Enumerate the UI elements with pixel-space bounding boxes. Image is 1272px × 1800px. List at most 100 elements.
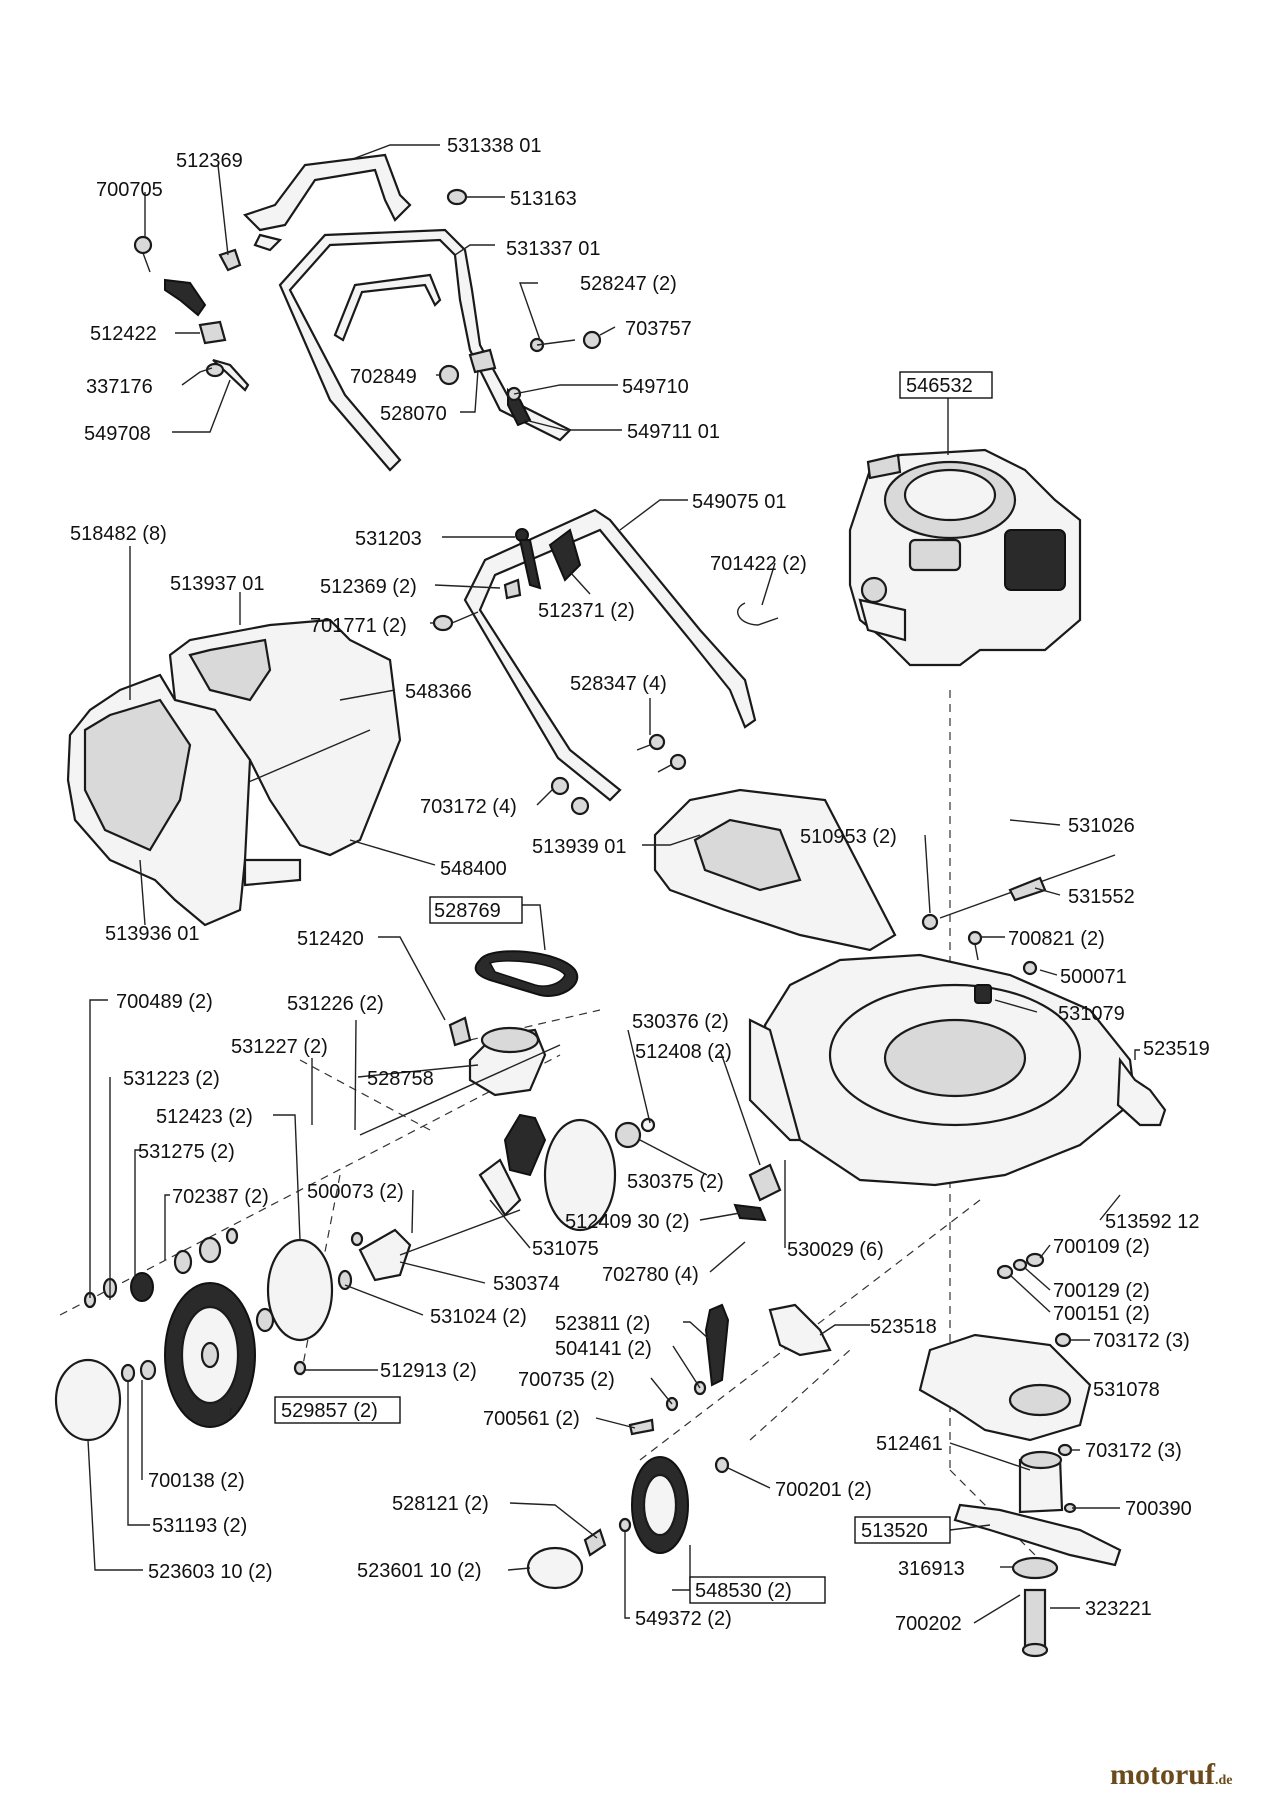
part-label: 530375 (2) (627, 1171, 724, 1193)
gearbox-528758 (448, 1016, 547, 1097)
part-label: 513937 01 (170, 573, 265, 595)
screws-528347 (636, 733, 687, 773)
part-label: 528121 (2) (392, 1493, 489, 1515)
plug-531079 (974, 984, 992, 1004)
part-label: 700138 (2) (148, 1470, 245, 1492)
part-label: 528347 (4) (570, 673, 667, 695)
part-label: 523518 (870, 1316, 937, 1338)
washer-316913 (1011, 1556, 1059, 1580)
part-label: 700151 (2) (1053, 1303, 1150, 1325)
part-label: 700561 (2) (483, 1408, 580, 1430)
part-label: 702849 (350, 366, 417, 388)
screw-703757 (529, 330, 602, 353)
part-label: 512369 (176, 150, 243, 172)
part-label: 323221 (1085, 1598, 1152, 1620)
part-label: 531193 (2) (152, 1515, 247, 1537)
engine-546532 (848, 448, 1082, 667)
part-label: 549711 01 (627, 421, 720, 443)
part-label: 531079 (1058, 1003, 1125, 1025)
part-label: 700202 (895, 1613, 962, 1635)
part-label: 549075 01 (692, 491, 787, 513)
bracket-512408 (748, 1163, 782, 1202)
part-label: 513163 (510, 188, 577, 210)
nut-513163 (446, 188, 468, 206)
gear-530375 (614, 1117, 656, 1149)
part-label: 700109 (2) (1053, 1236, 1150, 1258)
part-label: 548530 (2) (695, 1580, 792, 1602)
bolts-700821-500071 (967, 930, 1038, 976)
part-label: 316913 (898, 1558, 965, 1580)
wheel-529857 (164, 1282, 256, 1428)
upper-handle-531338 (242, 153, 412, 252)
label-boxes (274, 371, 993, 1604)
part-label: 513939 01 (532, 836, 627, 858)
grass-catcher-bag-513936 (66, 673, 302, 927)
part-label: 518482 (8) (70, 523, 167, 545)
drive-belt-528769 (474, 950, 579, 997)
part-label: 701422 (2) (710, 553, 807, 575)
part-label: 512408 (2) (635, 1041, 732, 1063)
part-label: 531024 (2) (430, 1306, 527, 1328)
clip-701422 (737, 602, 779, 626)
part-label: 500071 (1060, 966, 1127, 988)
part-label: 531227 (2) (231, 1036, 328, 1058)
part-label: 531226 (2) (287, 993, 384, 1015)
bracket-523518 (768, 1303, 832, 1357)
knob-702849 (438, 348, 497, 386)
screw-701771 (432, 611, 479, 632)
small-parts-deck (996, 1252, 1077, 1514)
part-label: 700201 (2) (775, 1479, 872, 1501)
part-label: 700129 (2) (1053, 1280, 1150, 1302)
part-label: 528769 (434, 900, 501, 922)
part-label: 549710 (622, 376, 689, 398)
part-label: 512423 (2) (156, 1106, 253, 1128)
part-label: 513592 12 (1105, 1211, 1200, 1233)
part-label: 700489 (2) (116, 991, 213, 1013)
drive-shaft-531226 (359, 1044, 561, 1136)
lower-handle-549075 (463, 508, 757, 802)
part-label: 530374 (493, 1273, 560, 1295)
part-label: 531223 (2) (123, 1068, 220, 1090)
part-label: 512420 (297, 928, 364, 950)
rear-wheel-parts (83, 1227, 364, 1383)
clip-512369 (218, 248, 242, 272)
part-label: 512369 (2) (320, 576, 417, 598)
part-label: 531075 (532, 1238, 599, 1260)
grass-catcher-frame-513937 (168, 618, 402, 857)
part-label: 529857 (2) (281, 1400, 378, 1422)
part-label: 512371 (2) (538, 600, 635, 622)
part-label: 523519 (1143, 1038, 1210, 1060)
part-label: 549708 (84, 423, 151, 445)
part-label: 512461 (876, 1433, 943, 1455)
part-label: 528758 (367, 1068, 434, 1090)
washer-510953 (921, 913, 939, 931)
part-label: 513520 (861, 1520, 928, 1542)
part-label: 700705 (96, 179, 163, 201)
part-label: 512422 (90, 323, 157, 345)
wheel-548530 (631, 1456, 689, 1554)
bolt-528121 (583, 1456, 730, 1557)
spring-assembly-512422 (164, 278, 250, 392)
hubcap-523601 (526, 1546, 584, 1590)
part-label: 528070 (380, 403, 447, 425)
watermark-logo: motoruf.de (1110, 1758, 1232, 1792)
part-label: 523603 10 (2) (148, 1561, 273, 1583)
part-label: 523811 (2) (555, 1313, 650, 1335)
part-label: 700735 (2) (518, 1369, 615, 1391)
part-label: 337176 (86, 376, 153, 398)
part-label: 700821 (2) (1008, 928, 1105, 950)
spring-512423 (503, 1113, 547, 1177)
part-label: 702387 (2) (172, 1186, 269, 1208)
axle-531026 (939, 854, 1116, 919)
discharge-flap-513939 (653, 788, 897, 952)
blade-adapter-531078 (918, 1333, 1092, 1442)
height-lever-523811 (628, 1303, 730, 1436)
part-label: 531552 (1068, 886, 1135, 908)
part-label: 548400 (440, 858, 507, 880)
cable-clip-549710 (506, 386, 532, 427)
part-label: 500073 (2) (307, 1181, 404, 1203)
part-label: 523601 10 (2) (357, 1560, 482, 1582)
part-label: 513936 01 (105, 923, 200, 945)
part-label: 546532 (906, 375, 973, 397)
bolt-700705 (133, 235, 153, 273)
